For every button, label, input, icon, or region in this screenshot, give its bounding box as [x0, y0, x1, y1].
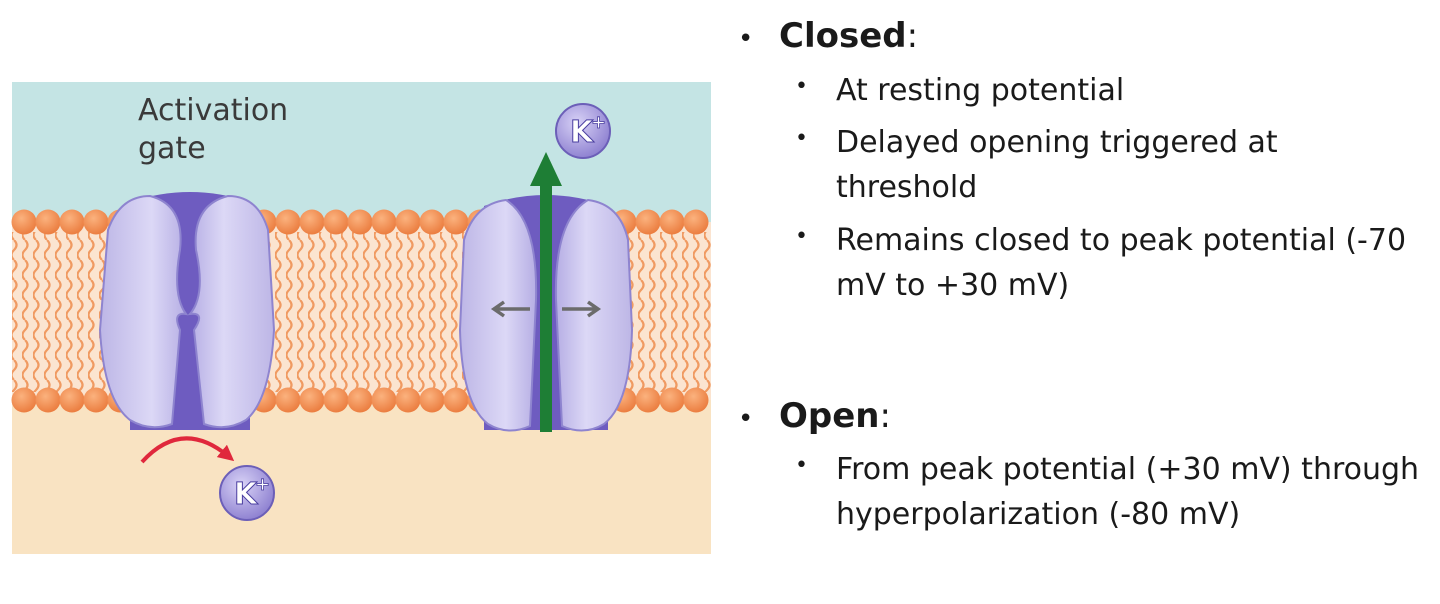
state-detail-item: Remains closed to peak potential (-70 mV… [836, 223, 1407, 303]
ion-body [219, 465, 275, 521]
activation-gate-label: Activation gate [138, 93, 289, 166]
open-channel-left-subunit [458, 198, 538, 432]
phospholipid-head-bottom [59, 387, 85, 413]
potassium-efflux-arrow [540, 176, 552, 432]
phospholipid-head-bottom [35, 387, 61, 413]
potassium-efflux-arrowhead [530, 152, 562, 186]
gate-open-arrow-right-icon [562, 300, 602, 318]
state-heading-open: Open: [779, 394, 891, 438]
ion-charge: + [591, 112, 606, 133]
phospholipid-head-bottom [635, 387, 661, 413]
phospholipid-head-top [83, 209, 109, 235]
phospholipid-head-bottom [323, 387, 349, 413]
state-detail-item: From peak potential (+30 mV) through hyp… [836, 452, 1420, 532]
phospholipid-head-bottom [443, 387, 469, 413]
phospholipid-head-top [683, 209, 709, 235]
phospholipid-head-top [443, 209, 469, 235]
phospholipid-head-bottom [419, 387, 445, 413]
potassium-ion-inside: K+ [219, 465, 275, 521]
phospholipid-head-bottom [11, 387, 37, 413]
state-bullet: • [738, 404, 754, 434]
closed-channel-left-subunit [98, 194, 189, 429]
phospholipid-head-top [635, 209, 661, 235]
open-channel [458, 195, 634, 432]
closed-channel [98, 192, 276, 430]
state-detail-item: Delayed opening triggered at threshold [836, 125, 1278, 205]
phospholipid-head-bottom [683, 387, 709, 413]
heading-colon: : [879, 396, 891, 436]
gate-open-arrow-left-icon [490, 300, 530, 318]
state-heading-closed: Closed: [779, 14, 918, 58]
phospholipid-head-bottom [275, 387, 301, 413]
state-bullet: • [738, 24, 754, 54]
phospholipid-head-bottom [371, 387, 397, 413]
phospholipid-head-bottom [395, 387, 421, 413]
phospholipid-head-bottom [83, 387, 109, 413]
phospholipid-head-bottom [347, 387, 373, 413]
phospholipid-head-top [371, 209, 397, 235]
closed-channel-right-subunit [187, 194, 276, 429]
phospholipid-head-top [275, 209, 301, 235]
item-bullet: • [795, 224, 808, 249]
extracellular-fluid [12, 82, 711, 222]
item-bullet: • [795, 74, 808, 99]
open-channel-right-subunit [554, 198, 634, 432]
phospholipid-head-top [35, 209, 61, 235]
ion-symbol: K [234, 477, 259, 512]
phospholipid-head-top [11, 209, 37, 235]
item-bullet: • [795, 126, 808, 151]
ion-symbol: K [570, 115, 595, 150]
phospholipid-head-top [299, 209, 325, 235]
phospholipid-head-bottom [659, 387, 685, 413]
state-heading-text: Closed [779, 16, 907, 56]
ion-body [555, 103, 611, 159]
ion-charge: + [255, 474, 270, 495]
potassium-ion-outside: K+ [555, 103, 611, 159]
phospholipid-head-top [395, 209, 421, 235]
phospholipid-head-top [323, 209, 349, 235]
phospholipid-head-top [347, 209, 373, 235]
item-bullet: • [795, 453, 808, 478]
phospholipid-head-top [659, 209, 685, 235]
phospholipid-head-top [419, 209, 445, 235]
heading-colon: : [906, 16, 919, 56]
phospholipid-head-top [59, 209, 85, 235]
ion-movement-arrow [140, 436, 235, 464]
state-detail-item: At resting potential [836, 73, 1125, 108]
phospholipid-head-bottom [299, 387, 325, 413]
state-heading-text: Open [779, 396, 880, 436]
